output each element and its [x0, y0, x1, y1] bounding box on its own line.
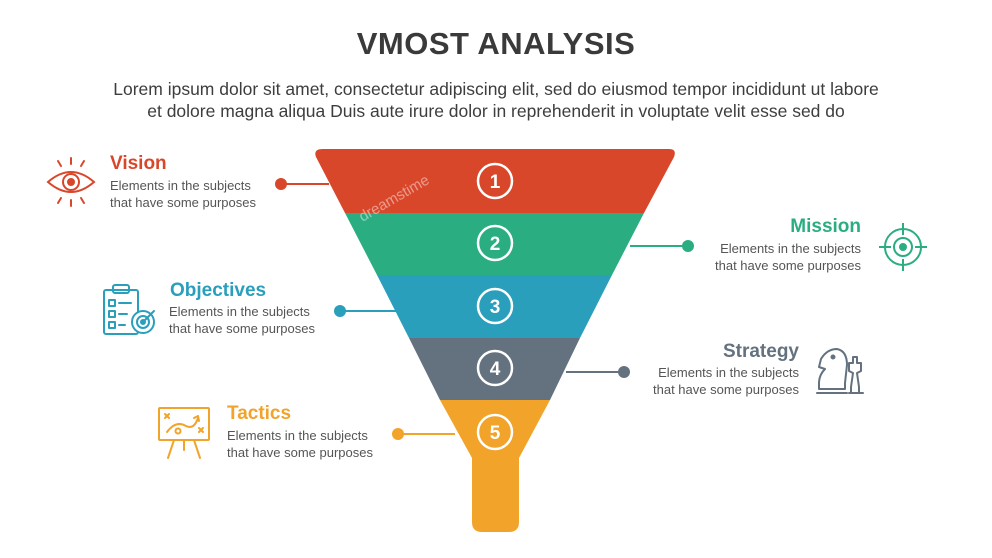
- whiteboard-icon: [158, 407, 210, 459]
- eye-icon: [46, 157, 96, 207]
- mission-desc-line-1: Elements in the subjects: [720, 241, 861, 256]
- tactics-desc-line-1: Elements in the subjects: [227, 428, 368, 443]
- vision-desc-line-1: Elements in the subjects: [110, 178, 251, 193]
- vision-description: Elements in the subjects that have some …: [110, 177, 256, 211]
- tactics-title: Tactics: [227, 403, 292, 424]
- connector-vision-dot: [275, 178, 287, 190]
- target-icon: [879, 223, 927, 271]
- connector-tactics-dot: [392, 428, 404, 440]
- funnel-layer-1: [315, 149, 675, 213]
- page-subtitle: Lorem ipsum dolor sit amet, consectetur …: [0, 78, 992, 122]
- step-4-number: 4: [490, 359, 501, 380]
- strategy-description: Elements in the subjects that have some …: [653, 364, 799, 398]
- objectives-desc-line-1: Elements in the subjects: [169, 304, 310, 319]
- step-1-number: 1: [490, 172, 501, 193]
- chess-knight-icon: [816, 348, 864, 394]
- connector-mission-dot: [682, 240, 694, 252]
- strategy-desc-line-2: that have some purposes: [653, 382, 799, 397]
- step-2-number: 2: [490, 234, 501, 255]
- funnel-layer-2: [345, 213, 644, 275]
- tactics-description: Elements in the subjects that have some …: [227, 427, 373, 461]
- funnel-layer-5: [440, 400, 550, 532]
- mission-desc-line-2: that have some purposes: [715, 258, 861, 273]
- funnel-layer-4: [409, 338, 580, 400]
- vision-desc-line-2: that have some purposes: [110, 195, 256, 210]
- connector-objectives-dot: [334, 305, 346, 317]
- objectives-description: Elements in the subjects that have some …: [169, 303, 315, 337]
- connector-strategy-dot: [618, 366, 630, 378]
- strategy-desc-line-1: Elements in the subjects: [658, 365, 799, 380]
- funnel-layer-3: [377, 275, 612, 338]
- mission-title: Mission: [790, 216, 861, 237]
- mission-description: Elements in the subjects that have some …: [715, 240, 861, 274]
- step-5-number: 5: [490, 423, 501, 444]
- subtitle-line-2: et dolore magna aliqua Duis aute irure d…: [147, 101, 845, 121]
- checklist-icon: [103, 284, 155, 335]
- strategy-title: Strategy: [722, 341, 799, 362]
- vision-title: Vision: [110, 153, 167, 174]
- objectives-title: Objectives: [170, 280, 267, 301]
- step-3-circle: [476, 287, 514, 325]
- page-title: VMOST ANALYSIS: [356, 26, 636, 61]
- objectives-desc-line-2: that have some purposes: [169, 321, 315, 336]
- step-2-circle: [476, 224, 514, 262]
- step-4-circle: [476, 349, 514, 387]
- subtitle-line-1: Lorem ipsum dolor sit amet, consectetur …: [113, 79, 879, 99]
- step-5-circle: [476, 413, 514, 451]
- tactics-desc-line-2: that have some purposes: [227, 445, 373, 460]
- step-1-circle: [476, 162, 514, 200]
- step-3-number: 3: [490, 297, 501, 318]
